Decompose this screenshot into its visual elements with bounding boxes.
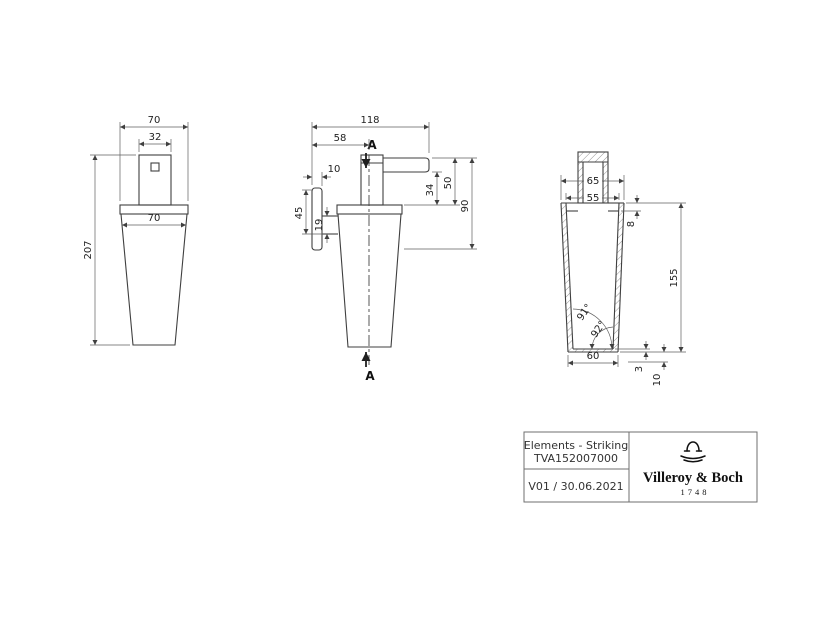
pump-spout-outline <box>383 157 430 173</box>
wall-left-inner <box>565 202 574 350</box>
villeroy-boch-mark-icon <box>680 441 706 463</box>
dim-side-spout-bottom-to-body: 34 <box>425 184 436 197</box>
section-view-hatching <box>561 152 624 352</box>
section-view: 65 55 8 155 60 3 10 <box>560 151 686 387</box>
angle-arc-right <box>589 326 614 350</box>
pump-neck-outline <box>360 154 384 206</box>
side-view-section-line: A A <box>361 138 377 383</box>
dim-section-base-thickness: 3 <box>634 366 645 372</box>
side-view-outline <box>311 154 430 348</box>
dim-side-plate-thickness: 10 <box>328 164 341 175</box>
series-name: Elements - Striking <box>524 439 629 452</box>
title-block: Elements - Striking TVA152007000 V01 / 3… <box>523 431 758 503</box>
dim-side-hook-height: 19 <box>314 219 325 232</box>
dim-section-body-height: 155 <box>669 268 680 287</box>
brand-year: 1748 <box>681 487 710 497</box>
collar-side-outline <box>336 204 403 215</box>
title-block-border <box>523 431 758 503</box>
dim-side-wall-to-section: 58 <box>334 133 347 144</box>
front-view-outline <box>119 154 189 346</box>
angle-arc-left <box>572 308 615 350</box>
brand-name: Villeroy & Boch <box>643 470 743 486</box>
pump-actuator-detail <box>150 162 160 172</box>
dim-front-body-top-width: 70 <box>148 213 161 224</box>
version-date: V01 / 30.06.2021 <box>528 480 623 493</box>
dim-front-top-width: 70 <box>148 115 161 126</box>
pump-section-outline <box>577 151 609 204</box>
section-label-bottom: A <box>365 369 375 383</box>
dim-side-total-depth: 118 <box>360 115 379 126</box>
article-number: TVA152007000 <box>533 452 618 465</box>
wall-left-outer <box>560 202 569 353</box>
dim-section-inner-width: 55 <box>587 193 600 204</box>
dim-front-pump-width: 32 <box>149 132 162 143</box>
body-side-outline <box>337 213 402 348</box>
dim-section-outer-width: 65 <box>587 176 600 187</box>
dim-side-spout-top-to-body: 50 <box>443 177 454 190</box>
side-view: A A 118 58 10 45 19 34 <box>294 115 477 383</box>
dim-section-rim-height: 8 <box>626 221 637 227</box>
side-view-dimensions: 118 58 10 45 19 34 50 90 <box>294 115 477 250</box>
front-view-dimensions: 70 32 70 207 <box>83 115 189 346</box>
dim-front-height: 207 <box>83 240 94 259</box>
wall-right-inner <box>612 202 620 350</box>
dim-section-bottom-width: 60 <box>587 351 600 362</box>
dim-section-angle-left: 91° <box>575 302 594 323</box>
section-label-top: A <box>367 138 377 152</box>
section-view-outline <box>560 151 625 353</box>
dim-side-overall-height: 90 <box>460 200 471 213</box>
front-view: 70 32 70 207 <box>83 115 189 346</box>
body-outline <box>120 213 188 346</box>
dim-section-base-offset: 10 <box>652 374 663 387</box>
dim-side-bracket-height: 45 <box>294 207 305 220</box>
wall-right-outer <box>617 202 625 353</box>
section-view-dimensions: 65 55 8 155 60 3 10 <box>560 175 686 387</box>
wall-plate-outline <box>311 187 323 251</box>
dim-section-angle-right: 92° <box>589 319 608 340</box>
